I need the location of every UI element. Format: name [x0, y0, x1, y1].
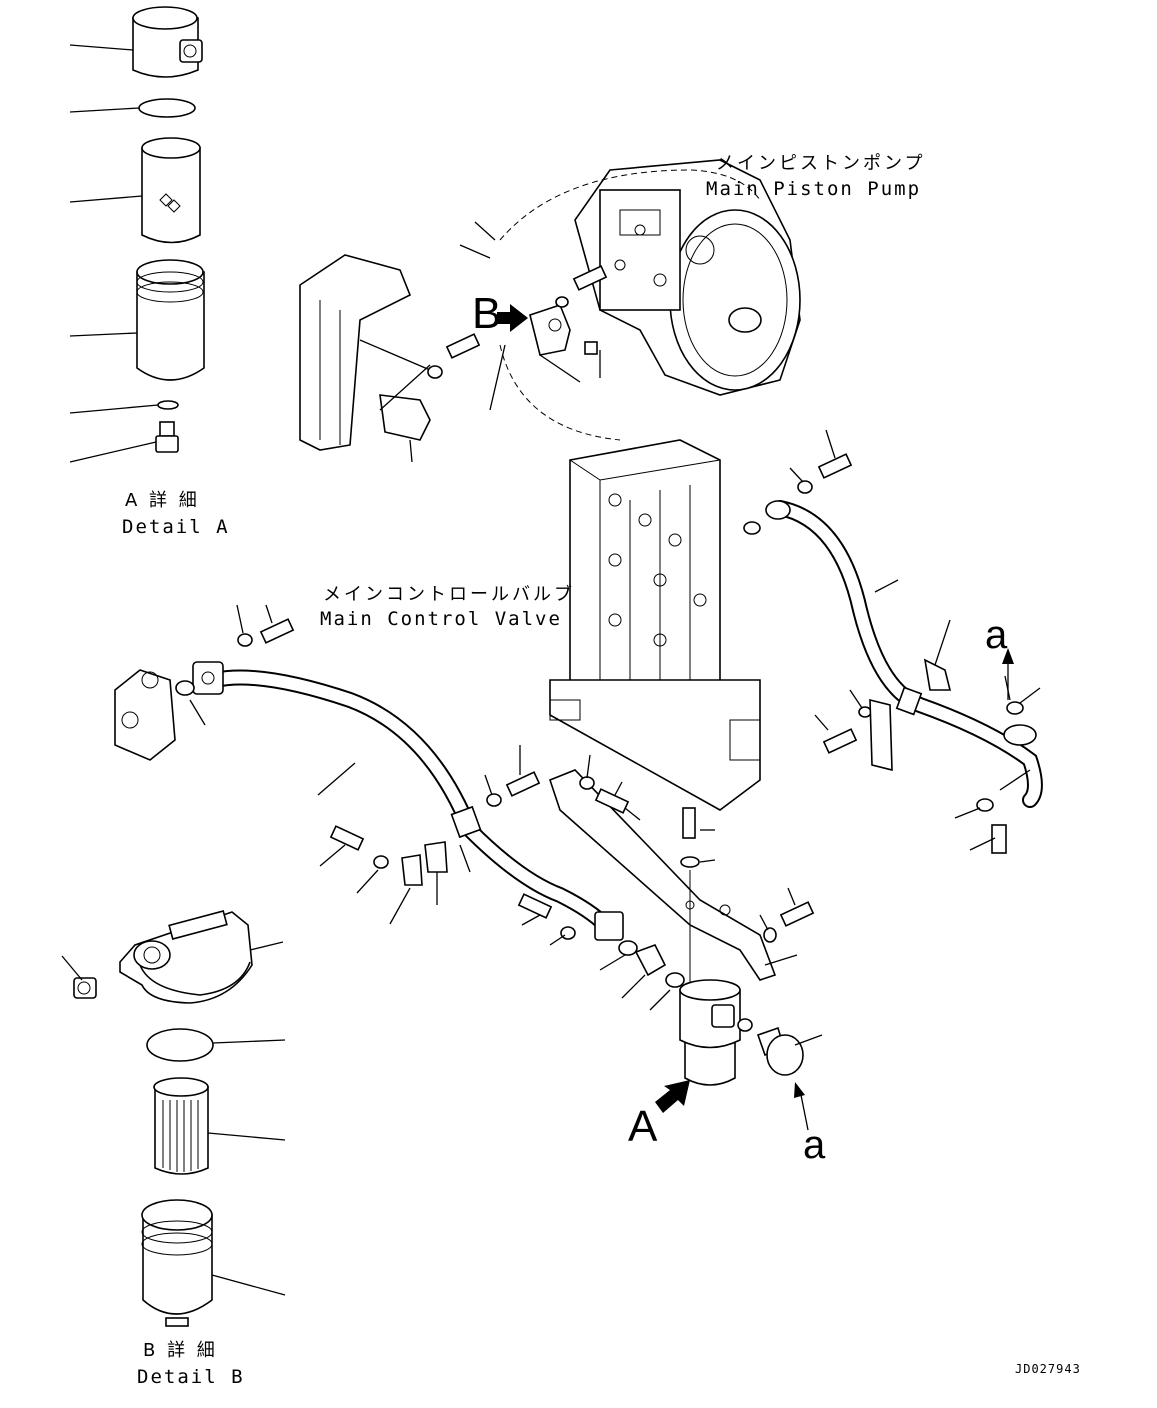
left-hose	[192, 661, 624, 941]
detail-b-stack	[61, 910, 286, 1327]
pump-label-en: Main Piston Pump	[706, 178, 922, 200]
filter-assembly	[679, 979, 804, 1086]
fitting-b	[529, 304, 571, 356]
pump-label-jp: メインピストンポンプ	[716, 153, 926, 174]
ref-a-bottom: a	[803, 1123, 826, 1167]
filter-bowl-a	[136, 259, 205, 381]
detail-a-label-jp: A 詳 細	[125, 490, 200, 511]
valve-label-en: Main Control Valve	[320, 608, 562, 630]
o-ring-a1	[138, 98, 196, 118]
o-ring-a2	[157, 400, 179, 410]
ref-a-top: a	[985, 613, 1008, 657]
right-hose	[765, 500, 1043, 808]
bolts-left	[237, 618, 685, 988]
bolts-center	[486, 771, 815, 943]
detail-b-label-en: Detail B	[137, 1366, 245, 1388]
arrow-b	[497, 304, 528, 332]
filter-head-b	[119, 910, 253, 1004]
document-id: JD027943	[1015, 1362, 1081, 1376]
valve-label-jp: メインコントロールバルブ	[323, 584, 575, 605]
main-piston-pump	[574, 159, 801, 396]
filter-element-a	[141, 137, 201, 244]
plug-a	[756, 1026, 804, 1076]
arrow-a	[655, 1080, 690, 1113]
plug-b	[73, 977, 97, 999]
detail-a-label-en: Detail A	[122, 516, 230, 538]
marker-b: B	[472, 289, 502, 338]
mounting-frame	[299, 254, 431, 451]
detail-a-stack	[69, 6, 205, 463]
long-bracket	[549, 769, 777, 981]
o-ring-b1	[146, 1028, 214, 1062]
filter-head-a	[132, 6, 203, 78]
filter-element-b	[153, 1077, 209, 1175]
filter-bowl-b	[141, 1199, 213, 1327]
bolt-pump	[427, 265, 608, 379]
main-control-valve	[549, 439, 761, 811]
marker-a: A	[628, 1102, 658, 1151]
bolts-right	[743, 453, 1024, 854]
pump-block-left	[114, 669, 176, 761]
detail-b-label-jp: B 詳 細	[143, 1340, 218, 1361]
drain-plug-a	[155, 421, 179, 453]
